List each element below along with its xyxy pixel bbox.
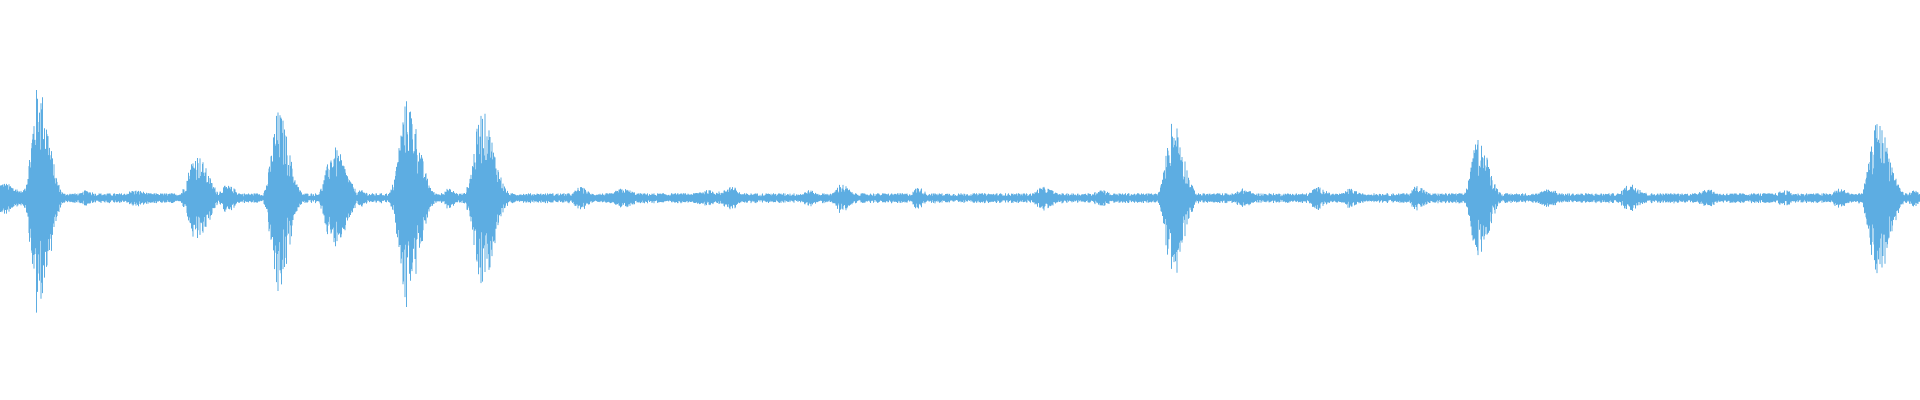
- waveform-trace: [0, 89, 1920, 313]
